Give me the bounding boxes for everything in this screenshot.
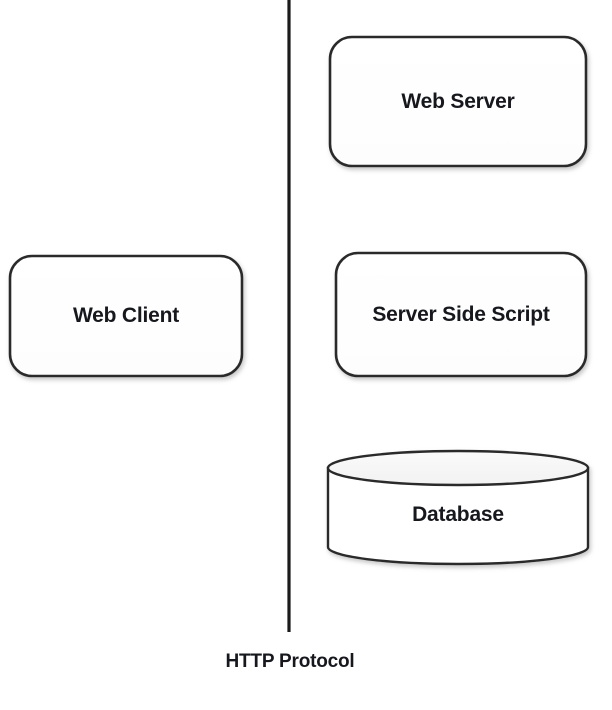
database-node[interactable] <box>328 451 588 564</box>
web-server-node[interactable] <box>330 37 586 166</box>
web-server-node-shape <box>328 35 588 168</box>
database-node-shape <box>326 449 590 566</box>
server-side-script-node[interactable] <box>336 253 586 376</box>
server-side-script-node-shape <box>334 251 588 378</box>
web-client-node[interactable] <box>10 256 242 376</box>
web-client-node-shape <box>8 254 244 378</box>
